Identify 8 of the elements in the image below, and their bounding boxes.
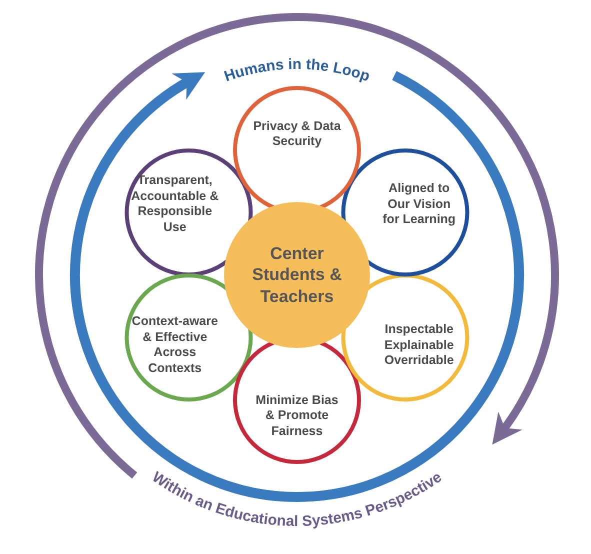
principle-text: Transparent, Accountable & Responsible Use [130, 173, 220, 236]
principle-text: Aligned to Our Vision for Learning [382, 181, 457, 228]
principle-text: Context-aware & Effective Across Contexts [130, 314, 219, 376]
principle-text: Privacy & Data Security [252, 118, 342, 150]
center-text: Center Students & Teachers [251, 243, 343, 307]
principle-text: Inspectable Explainable Overridable [383, 322, 455, 369]
principle-text: Minimize Bias & Promote Fairness [254, 392, 340, 440]
arc-label: Humans in the Loop [222, 56, 372, 86]
